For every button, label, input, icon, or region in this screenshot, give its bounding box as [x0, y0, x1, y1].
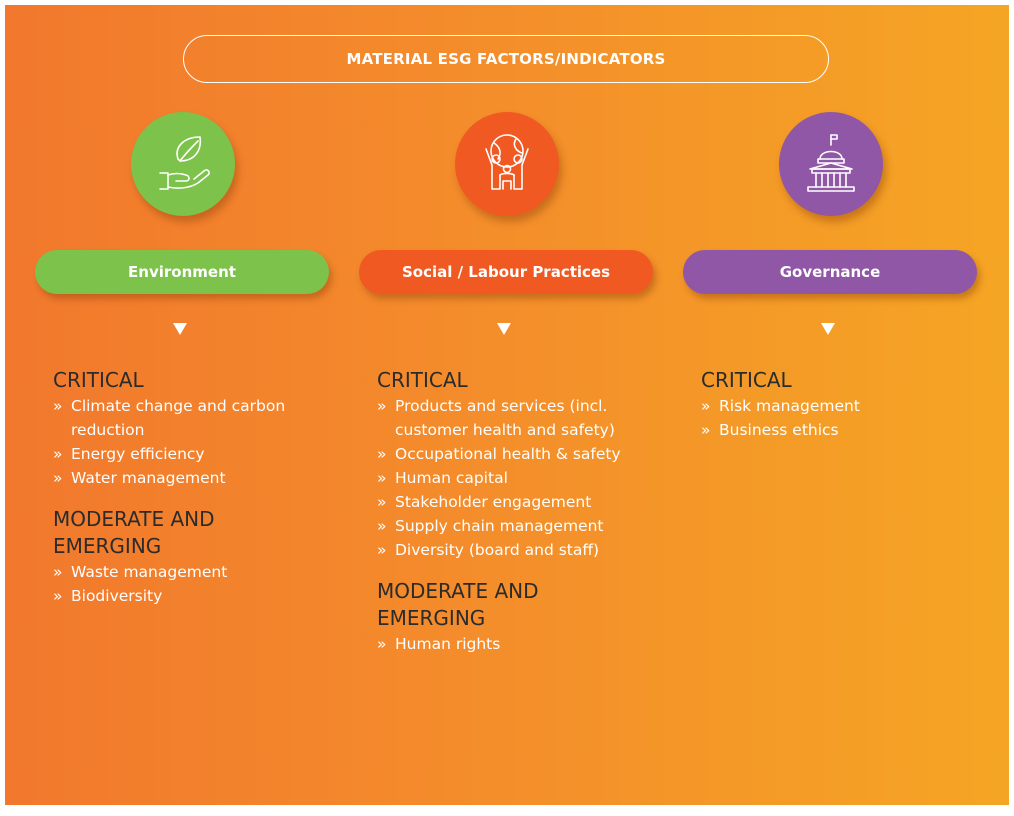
list-item: Waste management [53, 560, 328, 584]
critical-heading: CRITICAL [701, 368, 792, 392]
list-item: Risk management [701, 394, 976, 418]
list-item: Human rights [377, 632, 652, 656]
down-arrow-icon [821, 323, 835, 335]
moderate-heading: MODERATE AND EMERGING [53, 507, 215, 558]
list-item: Water management [53, 466, 328, 490]
governance-content: CRITICAL Risk management Business ethics [701, 367, 976, 442]
list-item: Diversity (board and staff) [377, 538, 622, 562]
esg-panel: MATERIAL ESG FACTORS/INDICATORS Environm… [5, 5, 1009, 805]
moderate-list: Waste management Biodiversity [53, 560, 328, 608]
governance-column: Governance CRITICAL Risk management Busi… [683, 5, 983, 805]
capitol-building-icon [779, 112, 883, 216]
moderate-list: Human rights [377, 632, 652, 656]
leaf-hand-icon [131, 112, 235, 216]
environment-column: Environment CRITICAL Climate change and … [35, 5, 335, 805]
critical-heading: CRITICAL [377, 368, 468, 392]
list-item: Occupational health & safety [377, 442, 622, 466]
list-item: Stakeholder engagement [377, 490, 622, 514]
down-arrow-icon [497, 323, 511, 335]
list-item: Biodiversity [53, 584, 328, 608]
list-item: Human capital [377, 466, 622, 490]
people-globe-icon [455, 112, 559, 216]
critical-list: Products and services (incl. customer he… [377, 394, 622, 562]
list-item: Climate change and carbon reduction [53, 394, 328, 442]
list-item: Business ethics [701, 418, 976, 442]
list-item: Supply chain management [377, 514, 622, 538]
moderate-heading: MODERATE AND EMERGING [377, 579, 539, 630]
critical-list: Climate change and carbon reduction Ener… [53, 394, 328, 490]
category-governance: Governance [683, 250, 977, 294]
category-environment: Environment [35, 250, 329, 294]
critical-heading: CRITICAL [53, 368, 144, 392]
list-item: Products and services (incl. customer he… [377, 394, 622, 442]
down-arrow-icon [173, 323, 187, 335]
page-title: MATERIAL ESG FACTORS/INDICATORS [183, 35, 829, 83]
social-column: Social / Labour Practices CRITICAL Produ… [359, 5, 659, 805]
environment-content: CRITICAL Climate change and carbon reduc… [53, 367, 328, 608]
social-content: CRITICAL Products and services (incl. cu… [377, 367, 652, 656]
category-social: Social / Labour Practices [359, 250, 653, 294]
critical-list: Risk management Business ethics [701, 394, 976, 442]
list-item: Energy efficiency [53, 442, 328, 466]
